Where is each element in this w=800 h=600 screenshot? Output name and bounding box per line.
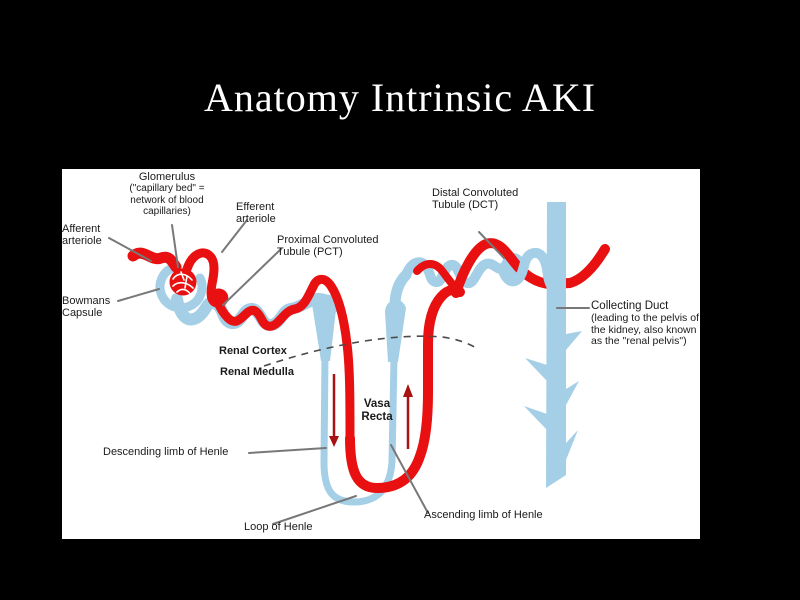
label-collecting-duct: Collecting Duct (leading to the pelvis o… — [591, 300, 703, 348]
label-descending-limb: Descending limb of Henle — [103, 446, 229, 458]
leader-bowmans — [117, 288, 160, 302]
leader-lines — [108, 219, 590, 525]
collecting-duct-spur — [566, 331, 582, 350]
loop-of-henle-tube — [320, 352, 398, 506]
glomerulus-ball — [169, 268, 197, 296]
collecting-duct — [497, 202, 582, 488]
leader-ascending-limb — [390, 444, 429, 514]
label-loop-of-henle: Loop of Henle — [244, 521, 313, 533]
leader-loop-of-henle — [272, 495, 357, 525]
label-renal-cortex: Renal Cortex — [219, 345, 287, 357]
dct-junction-hook — [497, 247, 558, 293]
afferent-arteriole-vessel — [127, 247, 182, 273]
leader-dct — [478, 231, 505, 259]
label-bowmans-capsule: Bowmans Capsule — [62, 295, 111, 320]
flow-arrow-up — [403, 384, 413, 449]
collecting-duct-body — [546, 202, 566, 488]
label-ascending-limb: Ascending limb of Henle — [424, 509, 543, 521]
leader-descending-limb — [248, 447, 327, 454]
blood-vessel-red — [127, 238, 610, 494]
collecting-duct-spur — [525, 358, 547, 381]
collecting-duct-spur — [524, 406, 547, 430]
label-glomerulus-sub: ("capillary bed" = network of blood capi… — [129, 183, 205, 217]
ascending-limb-funnel — [385, 300, 406, 362]
leader-glomerulus — [171, 224, 179, 268]
collecting-duct-spur — [566, 381, 579, 405]
label-pct: Proximal Convoluted Tubule (PCT) — [277, 234, 379, 259]
leader-efferent — [221, 219, 248, 253]
label-dct: Distal Convoluted Tubule (DCT) — [432, 187, 519, 212]
collecting-duct-spur — [566, 430, 578, 460]
leader-pct — [222, 248, 282, 306]
label-glomerulus: Glomerulus ("capillary bed" = network of… — [112, 171, 222, 217]
vasa-recta-loop — [345, 284, 465, 494]
label-efferent-arteriole: Efferent arteriole — [236, 201, 276, 226]
glomerulus-capillary-lines — [172, 271, 194, 296]
label-collecting-duct-sub: (leading to the pelvis of the kidney, al… — [591, 311, 699, 348]
descending-limb-funnel — [312, 294, 337, 361]
efferent-and-vasa-recta-descending — [182, 248, 355, 445]
flow-arrow-down — [329, 374, 339, 447]
slide-title: Anatomy Intrinsic AKI — [203, 75, 597, 120]
label-vasa-recta: Vasa Recta — [361, 398, 393, 423]
label-glomerulus-main: Glomerulus — [138, 171, 196, 183]
label-afferent-arteriole: Afferent arteriole — [62, 223, 102, 248]
vessel-exit-arch — [451, 238, 610, 298]
label-collecting-duct-main: Collecting Duct — [591, 300, 669, 312]
cortex-medulla-dashed-line — [263, 335, 479, 367]
nephron-diagram-svg — [108, 202, 610, 525]
leader-afferent — [108, 237, 152, 262]
nephron-diagram: Glomerulus ("capillary bed" = network of… — [62, 169, 700, 539]
label-renal-medulla: Renal Medulla — [220, 366, 294, 378]
